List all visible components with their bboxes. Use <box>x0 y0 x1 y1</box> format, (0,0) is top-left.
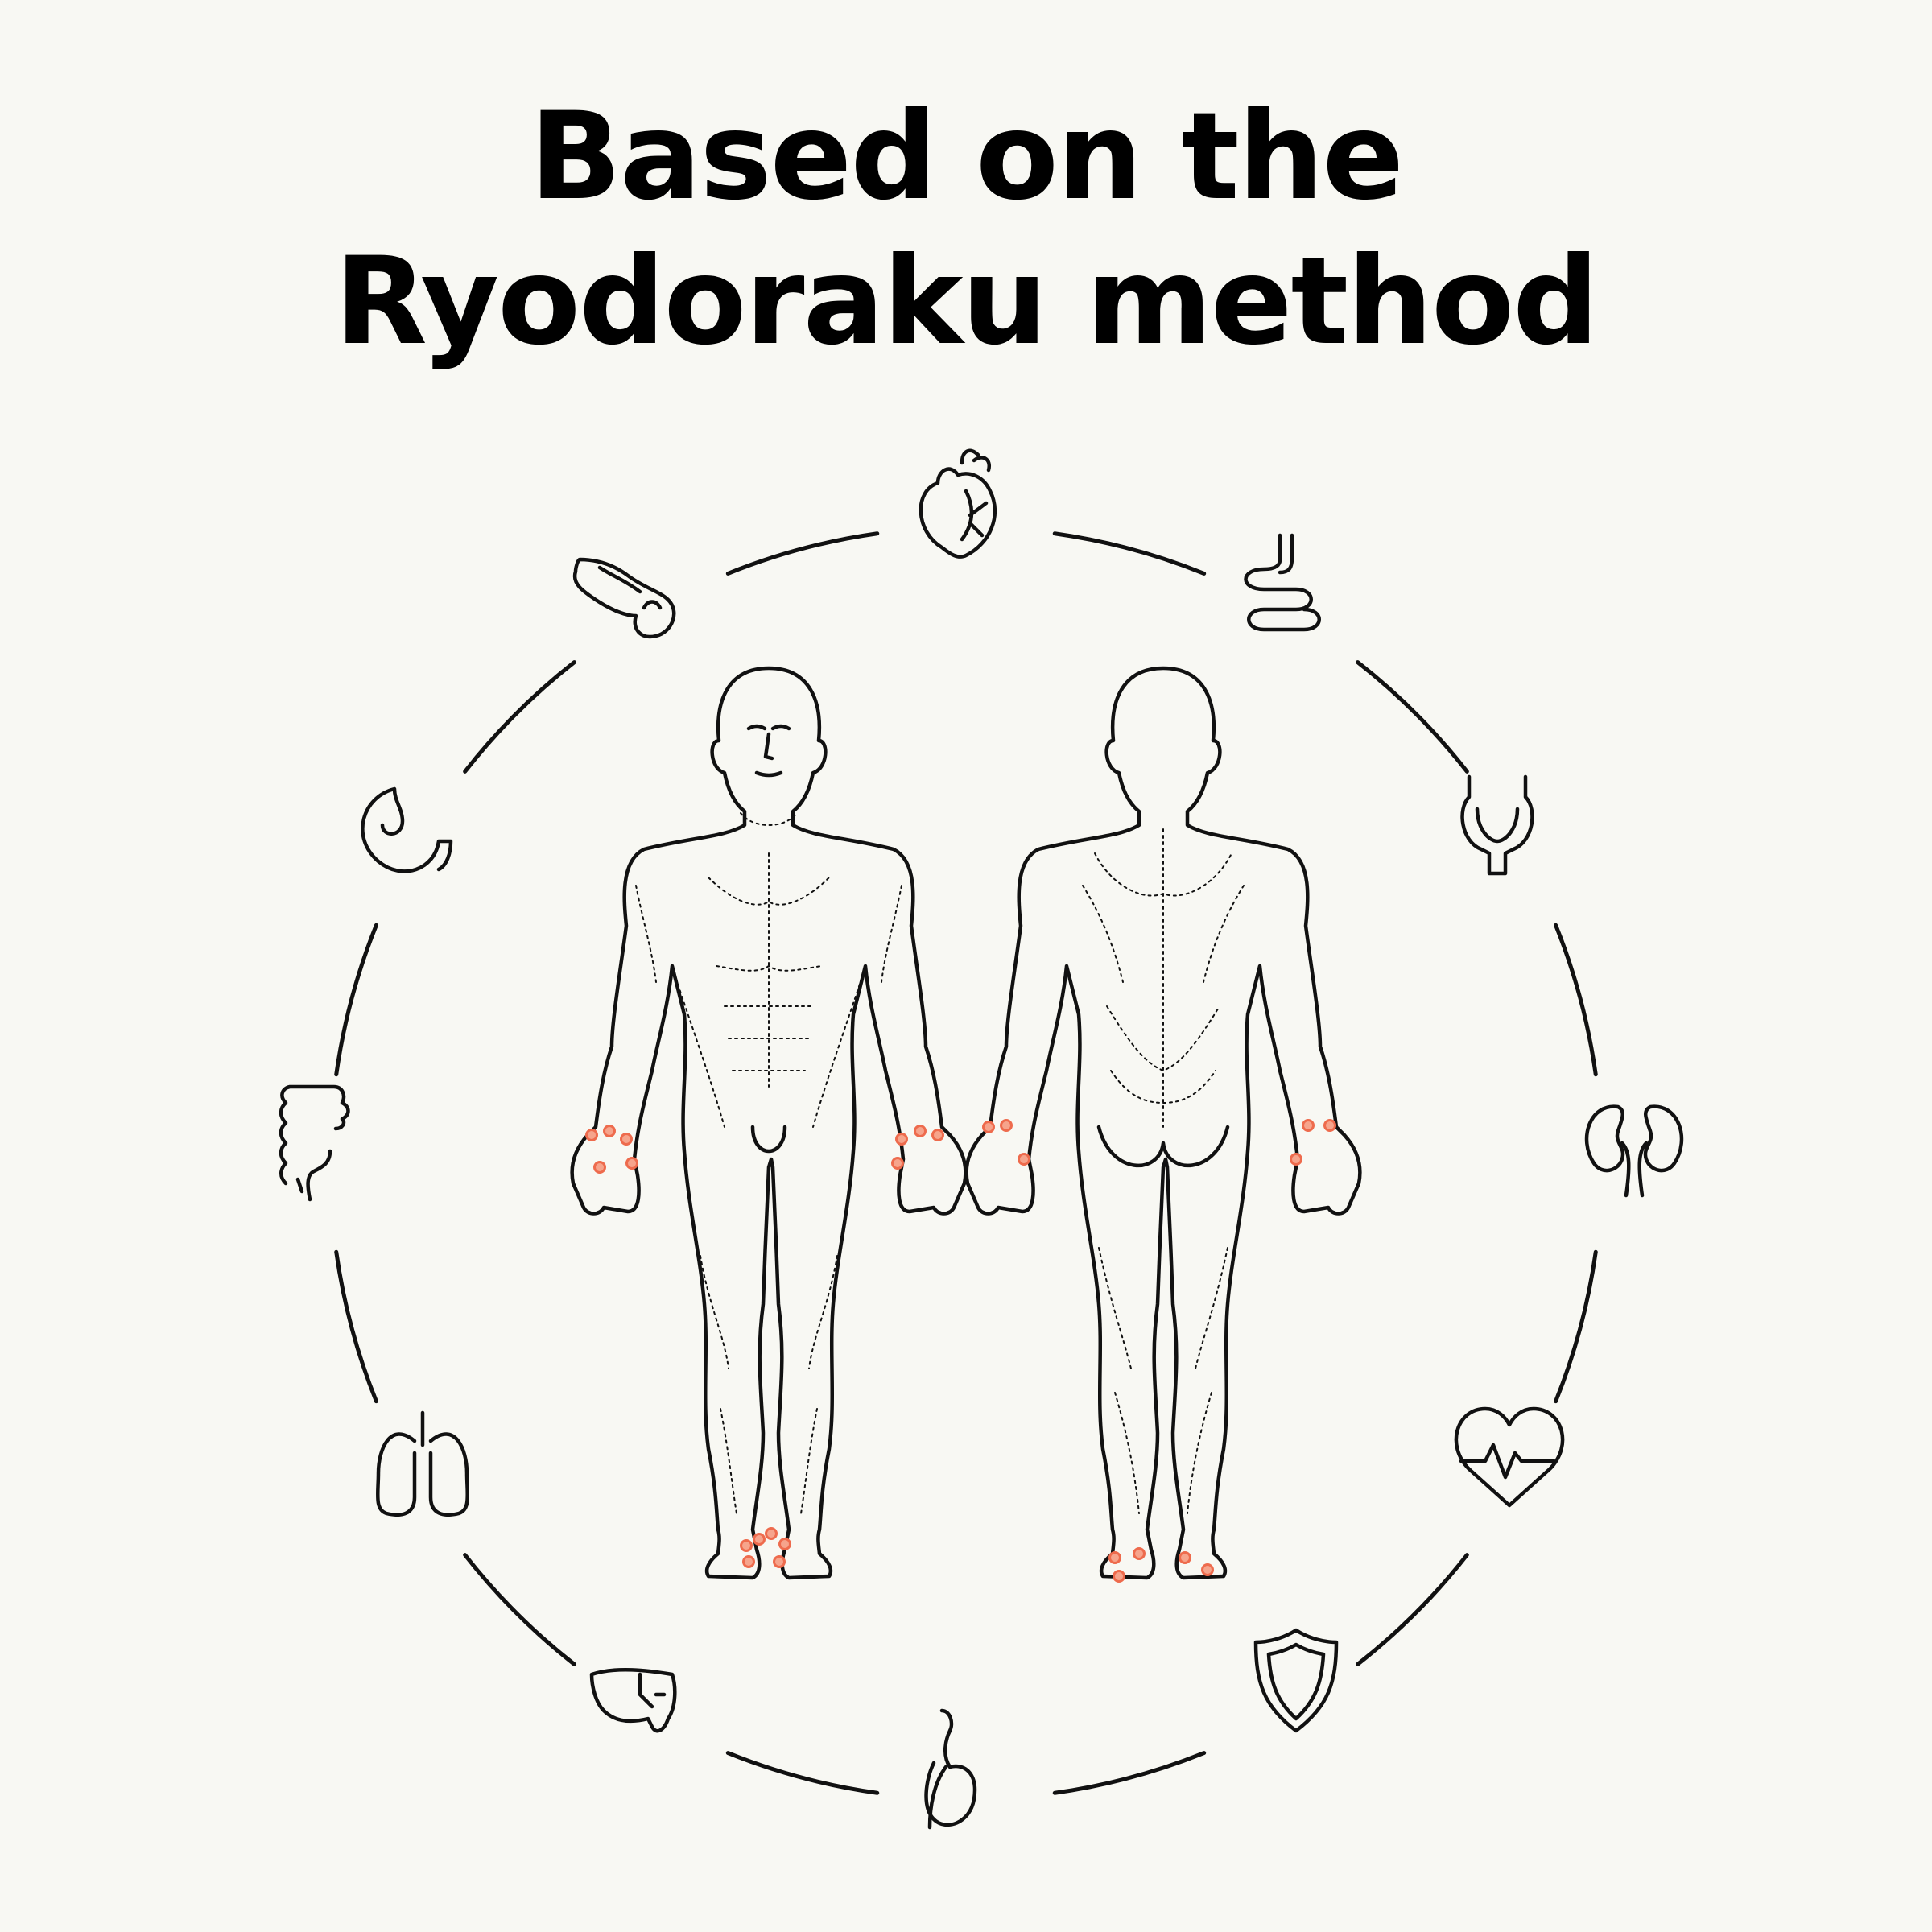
ring-segment <box>334 923 378 1077</box>
ring-segment <box>1356 1553 1469 1666</box>
back-buttocks-detail <box>1096 1125 1230 1168</box>
acupuncture-point <box>1000 1119 1013 1132</box>
acupuncture-point <box>773 1555 786 1568</box>
shield-icon <box>1253 1628 1339 1733</box>
acupuncture-point <box>982 1121 995 1133</box>
ring-segment <box>1052 1751 1207 1795</box>
acupuncture-point <box>593 1161 606 1174</box>
acupuncture-point <box>1290 1153 1302 1166</box>
ring-segment <box>1356 660 1469 774</box>
front-body-outline <box>570 666 968 1580</box>
ring-segment <box>334 1249 378 1404</box>
acupuncture-point <box>620 1133 633 1146</box>
front-face-detail <box>746 724 791 778</box>
heart-icon <box>919 448 997 559</box>
acupuncture-point <box>778 1538 791 1550</box>
page-title: Based on the Ryodoraku method <box>0 85 1932 374</box>
organ-ring <box>334 531 1598 1795</box>
stomach-icon <box>361 786 453 873</box>
acupuncture-point <box>1323 1119 1336 1132</box>
acupuncture-point <box>740 1539 753 1552</box>
gallbladder-icon <box>924 1708 977 1830</box>
ring-segment <box>1554 1249 1598 1404</box>
acupuncture-points <box>585 1119 1336 1583</box>
acupuncture-point <box>585 1129 598 1141</box>
acupuncture-point <box>891 1157 904 1170</box>
acupuncture-point <box>1113 1570 1125 1583</box>
title-line-2: Ryodoraku method <box>334 232 1600 372</box>
back-body-figure <box>964 666 1362 1580</box>
ring-segment <box>1052 531 1207 576</box>
acupuncture-point <box>1179 1551 1191 1564</box>
heartbeat-icon <box>1454 1406 1565 1508</box>
acupuncture-point <box>1302 1119 1315 1132</box>
front-muscle-lines <box>635 812 902 1514</box>
ring-segment <box>463 1553 576 1666</box>
ring-segment <box>725 531 880 576</box>
acupuncture-point <box>1018 1153 1030 1166</box>
liver-icon <box>589 1668 677 1733</box>
lungs-icon <box>375 1410 470 1517</box>
back-body-outline <box>964 666 1362 1580</box>
back-muscle-lines <box>1082 828 1245 1514</box>
large-intestine-icon <box>279 1084 350 1202</box>
acupuncture-point <box>1108 1551 1121 1564</box>
ring-segment <box>463 660 576 774</box>
acupuncture-point <box>931 1129 944 1141</box>
acupuncture-point <box>1201 1563 1214 1576</box>
ring-segment <box>725 1751 880 1795</box>
acupuncture-point <box>914 1125 927 1137</box>
ring-segment <box>1554 923 1598 1077</box>
front-groin-detail <box>750 1125 787 1154</box>
acupuncture-point <box>603 1125 616 1137</box>
acupuncture-point <box>753 1533 766 1546</box>
acupuncture-point <box>625 1157 638 1170</box>
pancreas-icon <box>572 557 676 639</box>
acupuncture-point <box>765 1527 778 1540</box>
bladder-icon <box>1460 774 1534 876</box>
front-body-figure <box>570 666 968 1580</box>
acupuncture-point <box>895 1133 908 1146</box>
kidney-icon <box>1584 1104 1684 1198</box>
acupuncture-point <box>1133 1547 1146 1560</box>
title-line-1: Based on the <box>529 87 1404 227</box>
small-intestine-icon <box>1244 533 1321 632</box>
acupuncture-point <box>742 1555 755 1568</box>
